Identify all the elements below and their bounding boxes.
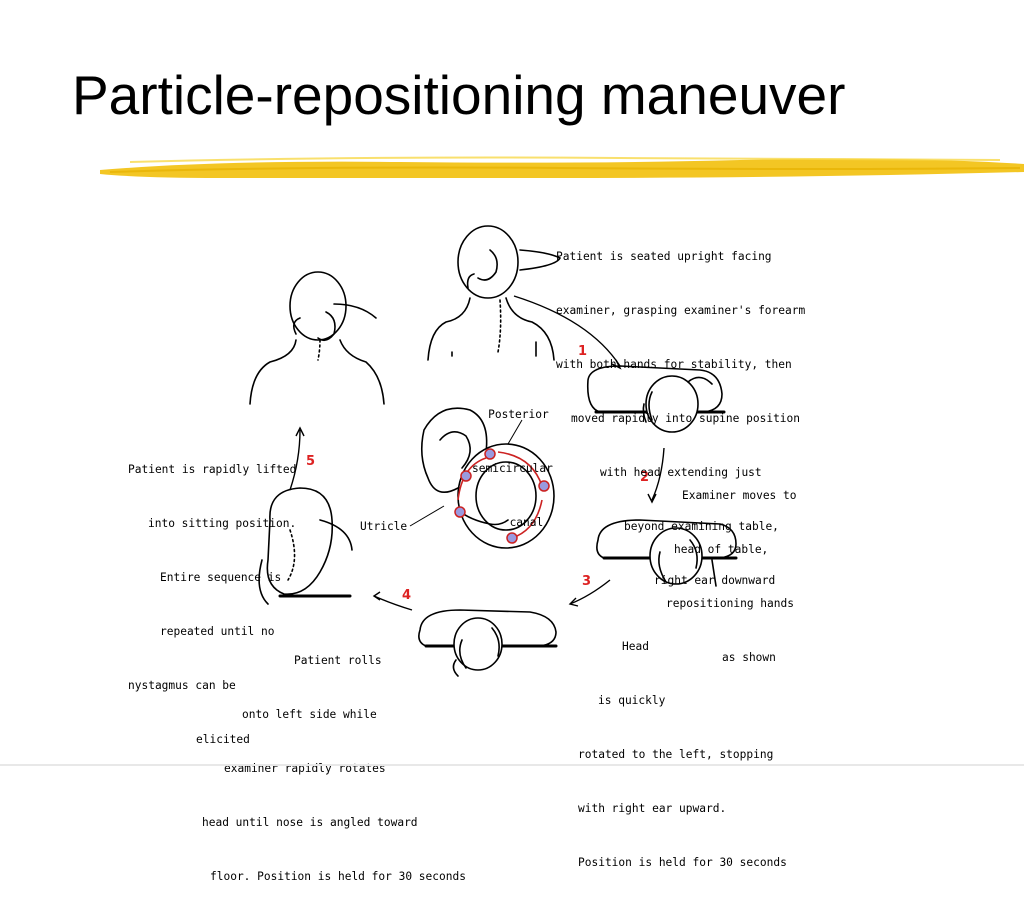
label-leaders bbox=[409, 419, 523, 527]
utricle-label: Utricle bbox=[360, 520, 408, 533]
figure-seated-upright bbox=[427, 225, 561, 361]
slide-title: Particle-repositioning maneuver bbox=[72, 64, 846, 126]
canal-label: Posterior semicircular canal bbox=[472, 408, 553, 529]
step-number: 5 bbox=[306, 454, 316, 469]
step-caption: Patient is seated upright facing examine… bbox=[556, 250, 806, 587]
ear-canal-diagram bbox=[420, 407, 555, 549]
step-number: 1 bbox=[578, 344, 588, 359]
step-number: 4 bbox=[402, 588, 412, 603]
figure-head-turned bbox=[596, 519, 738, 587]
step-number: 2 bbox=[640, 470, 650, 485]
step-caption: Examiner moves to head of table, reposit… bbox=[666, 489, 797, 664]
title-underline bbox=[100, 156, 1024, 178]
step-number: 3 bbox=[582, 574, 592, 589]
figure-supine bbox=[586, 365, 726, 433]
figure-seated-final bbox=[249, 271, 385, 405]
figure-lifting bbox=[258, 487, 353, 605]
step-caption: Patient is rapidly lifted into sitting p… bbox=[128, 463, 297, 746]
figure-rolled-side bbox=[418, 609, 558, 677]
maneuver-illustration bbox=[249, 225, 738, 677]
canal-particles bbox=[454, 448, 550, 544]
step-arrows bbox=[289, 295, 665, 611]
footer-divider bbox=[0, 764, 1024, 766]
step-caption: Head is quickly rotated to the left, sto… bbox=[578, 640, 787, 869]
